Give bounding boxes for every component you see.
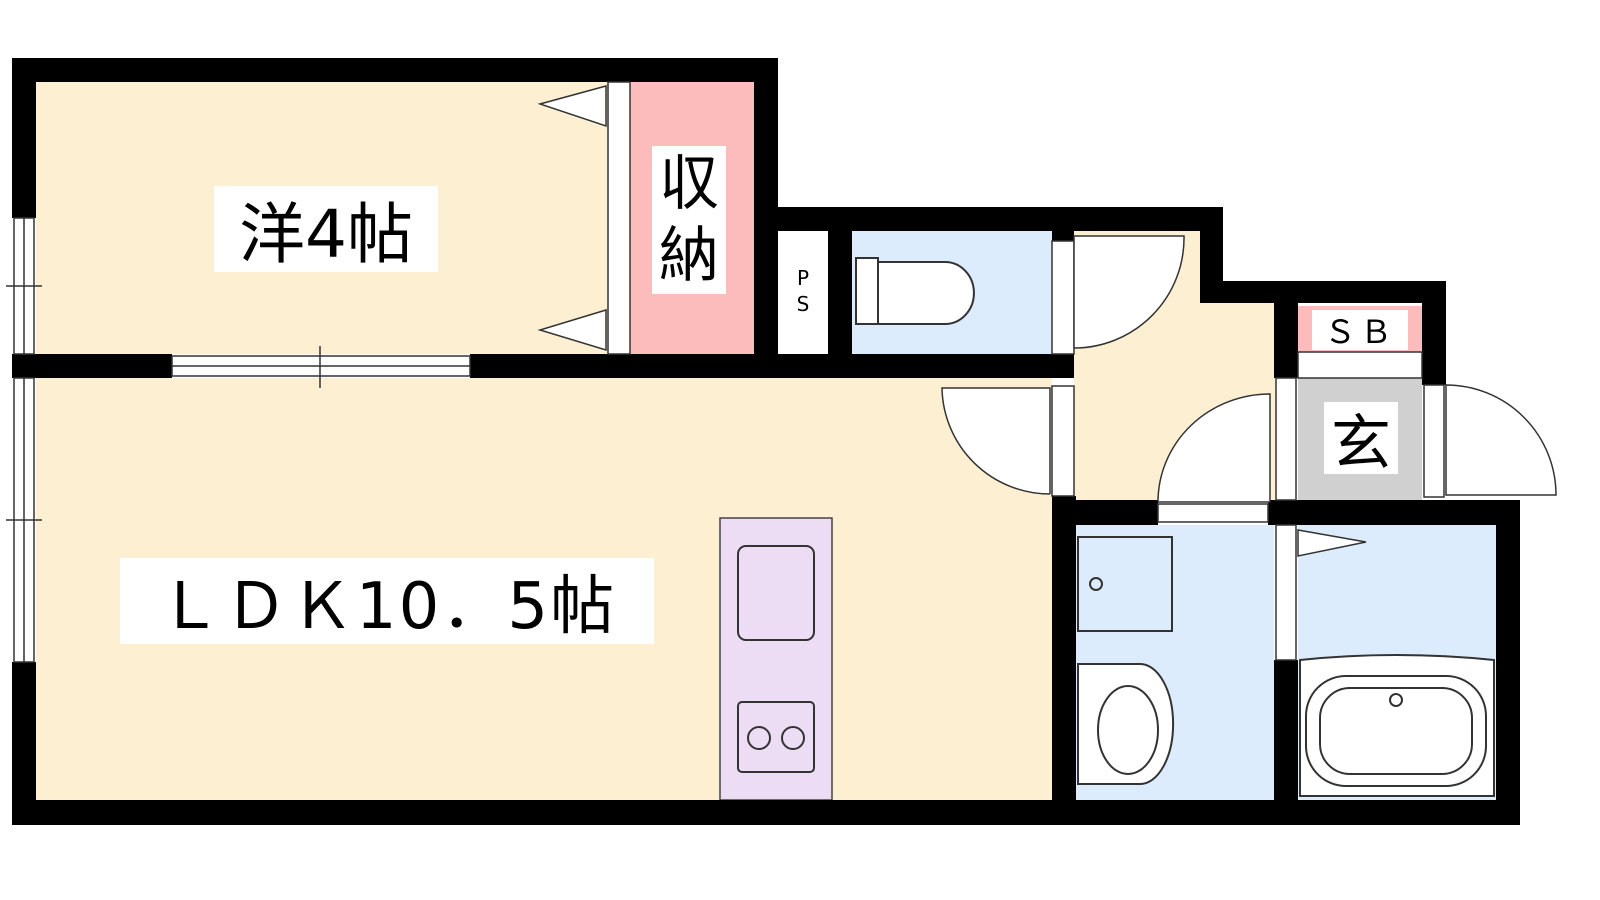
washbasin-icon — [1077, 663, 1175, 785]
toilet-door[interactable] — [1051, 235, 1185, 355]
ldk-door[interactable] — [941, 385, 1075, 497]
washing-machine-icon — [1077, 536, 1173, 632]
storage-label-line1: 収 — [659, 149, 719, 219]
storage-door[interactable] — [537, 81, 631, 355]
storage-label: 収 納 — [652, 146, 726, 294]
shoe-box-strip — [1297, 351, 1423, 379]
toilet-icon — [855, 257, 975, 325]
ps-label: P S — [790, 262, 816, 320]
washroom-door[interactable] — [1157, 377, 1297, 523]
entrance-door[interactable] — [1423, 384, 1557, 498]
bathroom-door[interactable] — [1275, 524, 1367, 661]
walls — [12, 58, 1520, 825]
ps-label-line2: S — [796, 292, 810, 316]
sliding-door[interactable] — [171, 346, 471, 388]
entrance-label: 玄 — [1324, 402, 1398, 479]
stove — [737, 701, 815, 773]
storage-label-line2: 納 — [659, 221, 719, 291]
shoe-box-label: ＳＢ — [1312, 310, 1408, 351]
burner-icon — [781, 726, 805, 750]
kitchen-counter — [719, 517, 833, 801]
bathtub-icon — [1299, 654, 1495, 797]
burner-icon — [747, 726, 771, 750]
window — [6, 217, 42, 663]
western-room-label: 洋4帖 — [214, 186, 438, 273]
sink — [737, 545, 815, 641]
ldk-label: ＬＤＫ10．5帖 — [120, 558, 654, 644]
ps-label-line1: P — [796, 266, 810, 290]
